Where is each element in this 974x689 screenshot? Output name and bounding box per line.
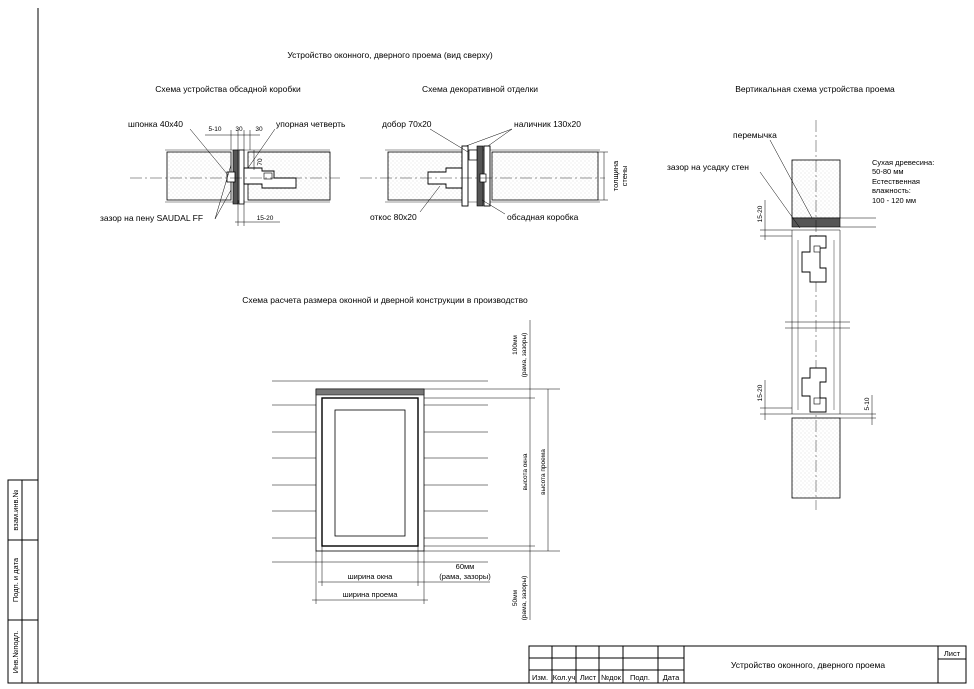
wood-note-4: влажность:: [872, 186, 911, 195]
stop-label: упорная четверть: [276, 119, 346, 129]
vdim-top: 15-20: [757, 205, 764, 222]
dowel-label: шпонка 40x40: [128, 119, 183, 129]
lintel-label: перемычка: [733, 130, 777, 140]
window-frame: [321, 397, 419, 547]
dim-5-10: 5-10: [208, 126, 221, 133]
casing-trim: [461, 145, 469, 207]
upper-frame-profile: [801, 235, 827, 283]
extension-label: добор 70x20: [382, 119, 432, 129]
stamp-replace-inv: взам.инв.№: [11, 489, 20, 530]
dim-15-20: 15-20: [257, 215, 274, 222]
settle-gap-label: зазор на усадку стен: [667, 162, 749, 172]
wood-note-3: Естественная: [872, 177, 920, 186]
wall-right-2: [491, 151, 599, 201]
scheme-decorative-finish: Схема декоративной отделки толщина стены…: [360, 84, 629, 222]
lower-frame-profile: [801, 367, 827, 413]
wall-left: [166, 151, 232, 201]
tb-izm: Изм.: [532, 673, 548, 682]
window-height: высота окна: [522, 453, 529, 490]
dim-30b: 30: [255, 126, 263, 133]
wood-note-5: 100 - 120 мм: [872, 196, 916, 205]
bottom-gap-1: 50мм: [512, 589, 519, 606]
wood-note-2: 50-80 мм: [872, 167, 904, 176]
reveal-label: откос 80x20: [370, 212, 417, 222]
main-title: Устройство оконного, дверного проема (ви…: [287, 50, 492, 60]
top-gap-2: (рама, зазоры): [521, 333, 528, 378]
window-width: ширина окна: [348, 572, 394, 581]
tb-name: Устройство оконного, дверного проема: [731, 660, 885, 670]
scheme-production-size: Схема расчета размера оконной и дверной …: [242, 295, 560, 620]
opening-height: высота проема: [540, 449, 547, 495]
top-gap-1: 100мм: [512, 335, 519, 355]
scheme3-title: Вертикальная схема устройства проема: [735, 84, 895, 94]
tb-data: Дата: [663, 673, 680, 682]
tb-kol-uch: Кол.уч: [553, 673, 576, 682]
dim-30a: 30: [235, 126, 243, 133]
scheme2-title: Схема декоративной отделки: [422, 84, 538, 94]
side-stamp: [7, 479, 39, 684]
tb-list: Лист: [580, 673, 597, 682]
tb-sheet-label: Лист: [944, 649, 961, 658]
sheet-frame: [37, 8, 967, 684]
opening-outline: [315, 388, 425, 552]
dowel: [226, 171, 236, 183]
dim-70: 70: [257, 158, 264, 166]
scheme-casing-box: Схема устройства обсадной коробки 5-10 3…: [100, 84, 346, 226]
scheme4-title: Схема расчета размера оконной и дверной …: [242, 295, 528, 305]
wall-thickness-1: толщина: [611, 160, 620, 191]
side-gap-1: 60мм: [456, 562, 475, 571]
side-gap-2: (рама, зазоры): [439, 572, 491, 581]
scheme-vertical: Вертикальная схема устройства проема 15-…: [667, 84, 934, 510]
window-sash: [334, 409, 406, 537]
title-block: [528, 645, 967, 684]
foam-gap-label: зазор на пену SAUDAL FF: [100, 213, 203, 223]
vdim-5-10: 5-10: [864, 397, 871, 410]
opening-width: ширина проема: [343, 590, 399, 599]
vdim-bottom: 15-20: [757, 384, 764, 401]
bottom-gap-2: (рама, зазоры): [521, 576, 528, 621]
stamp-inv-no: Инв.№подл.: [11, 631, 20, 674]
wall-thickness-2: стены: [620, 166, 629, 187]
casing-label: наличник 130x20: [514, 119, 581, 129]
wood-note-1: Сухая древесина:: [872, 158, 934, 167]
opening-lintel: [315, 388, 425, 396]
box-label: обсадная коробка: [507, 212, 579, 222]
stamp-sign-date: Подп. и дата: [11, 557, 20, 602]
tb-podp: Подп.: [630, 673, 650, 682]
scheme1-title: Схема устройства обсадной коробки: [155, 84, 301, 94]
tb-doc-no: №док: [601, 673, 622, 682]
